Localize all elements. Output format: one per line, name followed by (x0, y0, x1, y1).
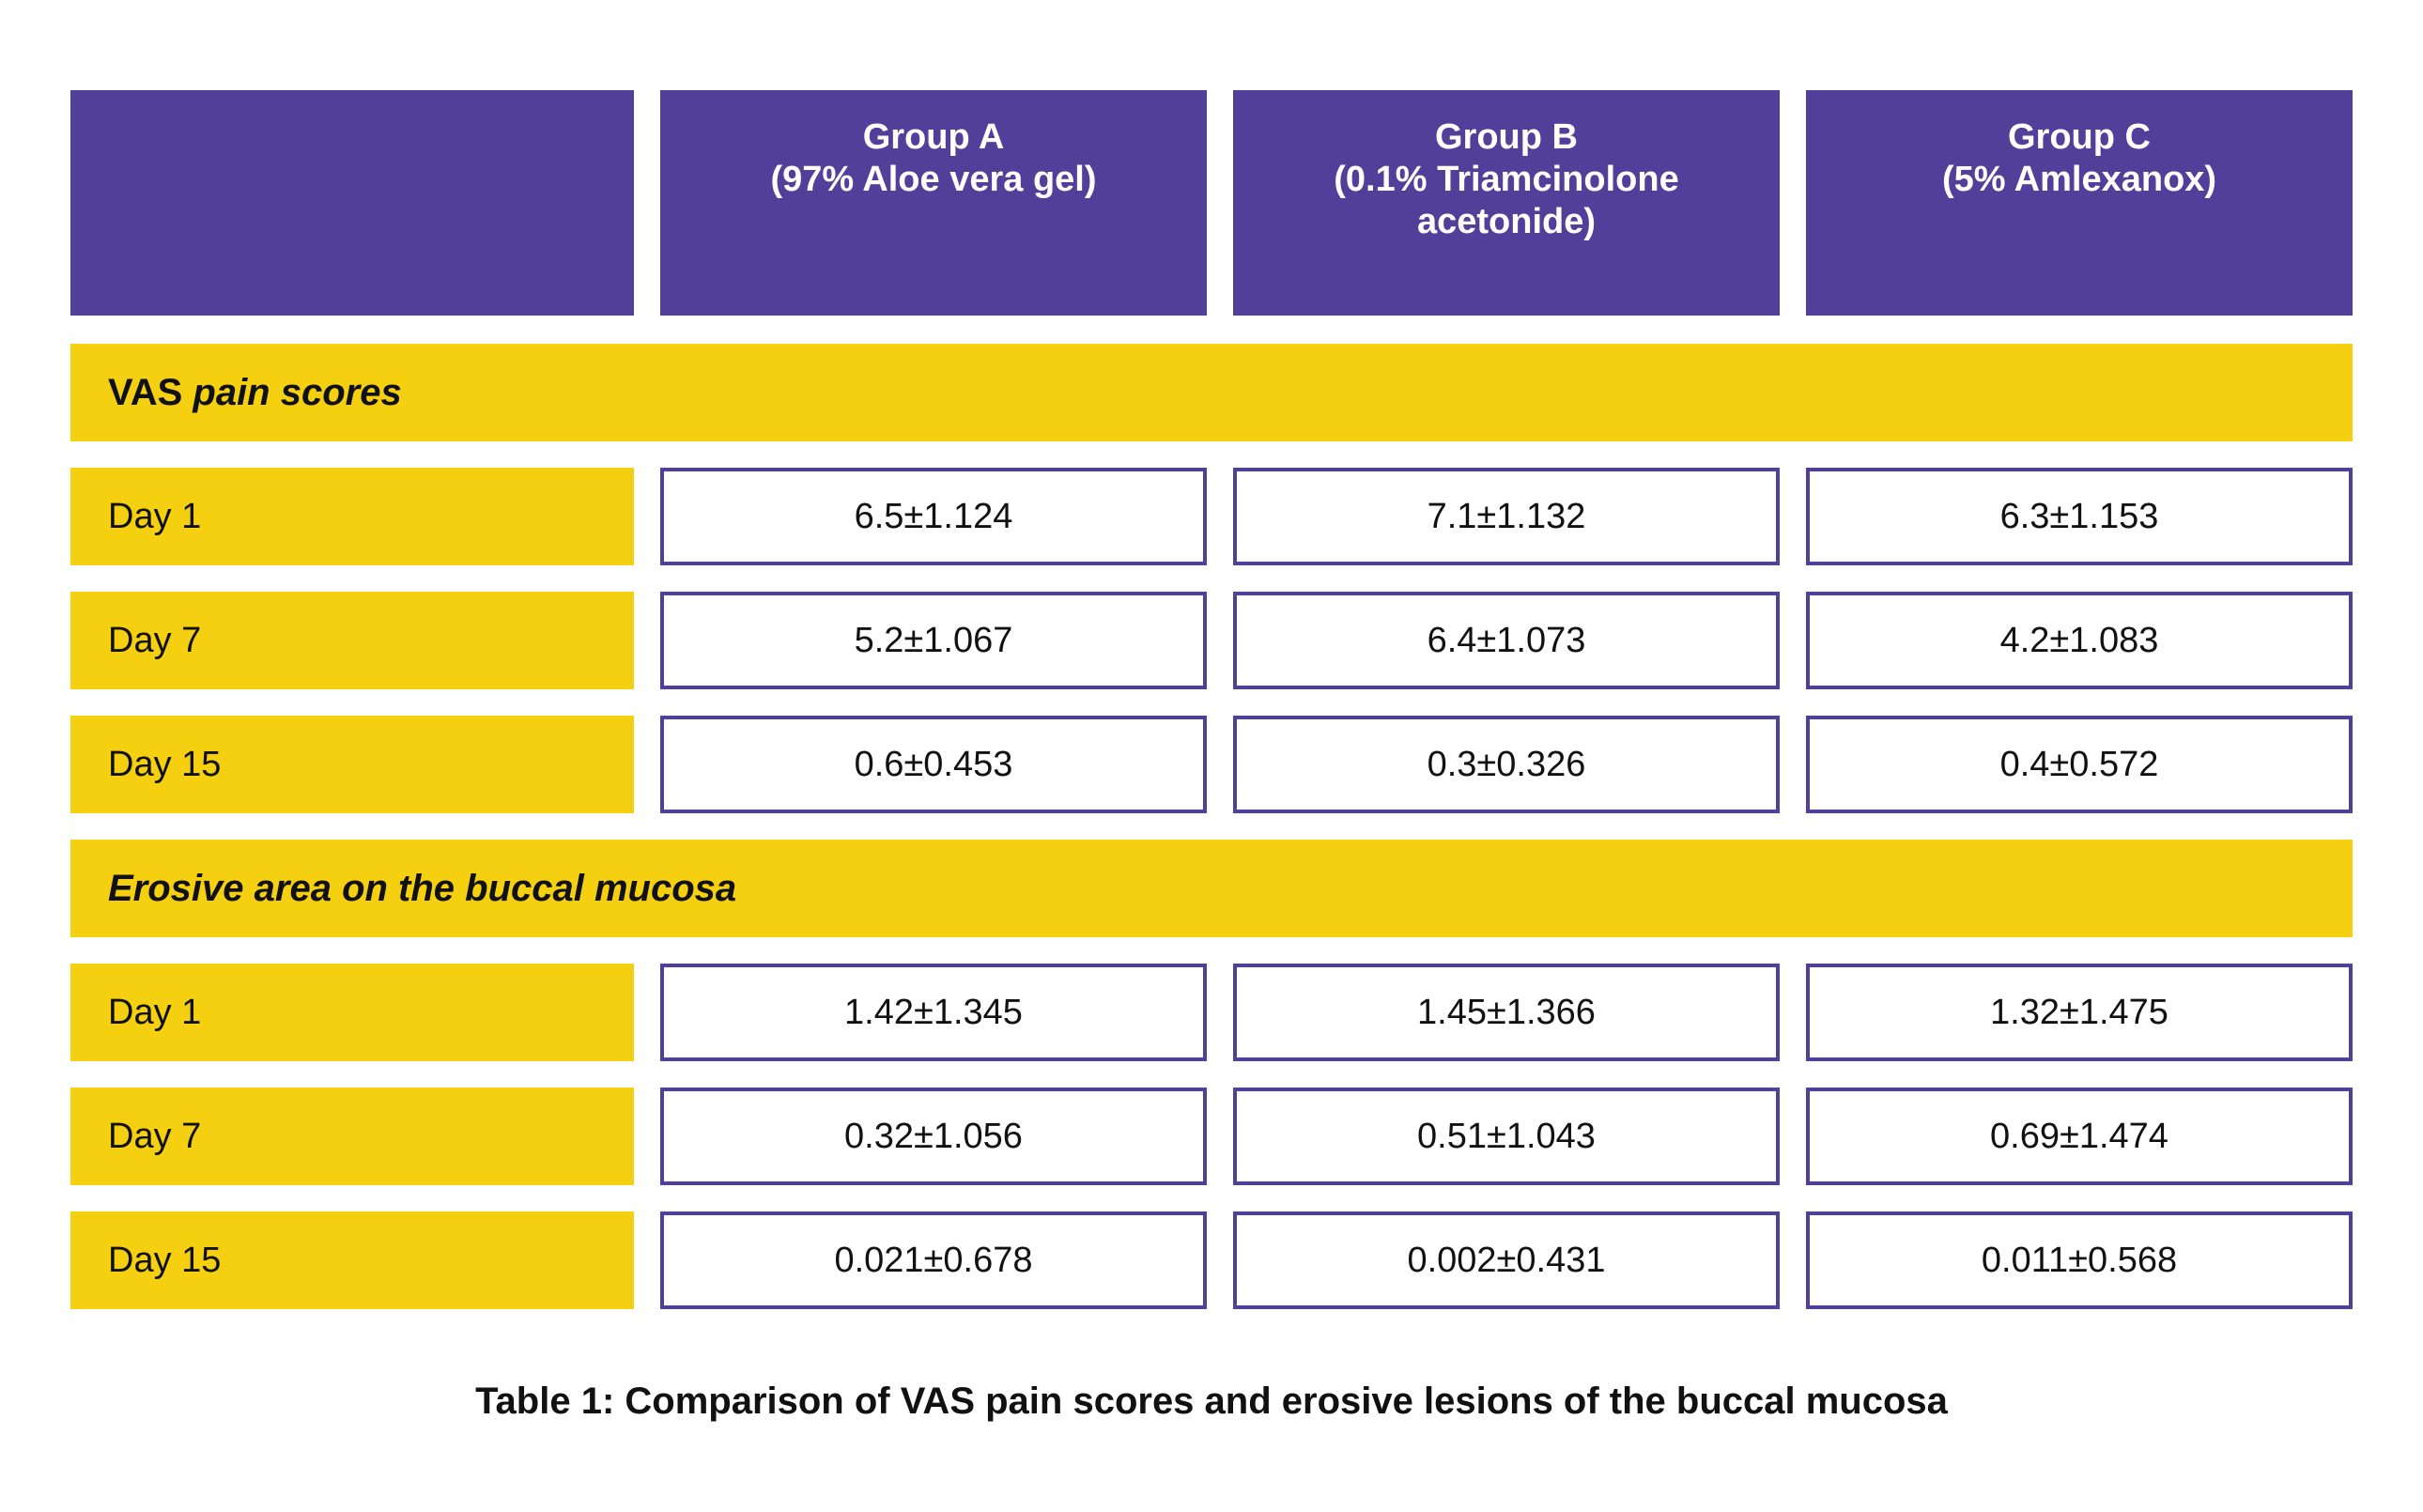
cell-s0-r1-group-a: 5.2±1.067 (660, 592, 1207, 689)
cell-s1-r0-group-b: 1.45±1.366 (1233, 964, 1780, 1061)
header-cell-blank (70, 90, 634, 316)
cell-s1-r1-group-c: 0.69±1.474 (1806, 1088, 2353, 1185)
section-banner-erosive-area: Erosive area on the buccal mucosa (70, 840, 2353, 937)
cell-s1-r2-group-b: 0.002±0.431 (1233, 1211, 1780, 1309)
cell-s0-r0-group-b: 7.1±1.132 (1233, 468, 1780, 565)
column-gap (634, 90, 660, 316)
row-label-s1-r2: Day 15 (70, 1211, 634, 1309)
row-label-s0-r0: Day 1 (70, 468, 634, 565)
column-gap (634, 468, 660, 565)
section-title-erosive-area: Erosive area on the buccal mucosa (70, 868, 736, 910)
header-group-a-line2: (97% Aloe vera gel) (770, 159, 1097, 199)
header-cell-group-a: Group A (97% Aloe vera gel) (660, 90, 1207, 316)
cell-s0-r1-group-c: 4.2±1.083 (1806, 592, 2353, 689)
cell-s1-r1-group-b: 0.51±1.043 (1233, 1088, 1780, 1185)
cell-s0-r2-group-c: 0.4±0.572 (1806, 716, 2353, 813)
section-banner-vas-pain-scores: VAS pain scores (70, 344, 2353, 441)
header-cell-group-c: Group C (5% Amlexanox) (1806, 90, 2353, 316)
table-row: Day 1 6.5±1.124 7.1±1.132 6.3±1.153 (70, 468, 2353, 565)
table-header-row: Group A (97% Aloe vera gel) Group B (0.1… (70, 90, 2353, 316)
section-title-italic-part: pain scores (193, 371, 402, 413)
cell-s0-r1-group-b: 6.4±1.073 (1233, 592, 1780, 689)
table-caption: Table 1: Comparison of VAS pain scores a… (475, 1381, 1948, 1422)
cell-s0-r0-group-a: 6.5±1.124 (660, 468, 1207, 565)
header-group-a-line1: Group A (862, 117, 1005, 157)
column-gap (1207, 1211, 1233, 1309)
section-title-italic-part: Erosive area on the buccal mucosa (108, 867, 737, 909)
table-row: Day 7 0.32±1.056 0.51±1.043 0.69±1.474 (70, 1088, 2353, 1185)
comparison-table: Group A (97% Aloe vera gel) Group B (0.1… (70, 90, 2353, 1309)
column-gap (1780, 716, 1806, 813)
table-row: Day 15 0.6±0.453 0.3±0.326 0.4±0.572 (70, 716, 2353, 813)
column-gap (1780, 90, 1806, 316)
column-gap (1780, 1211, 1806, 1309)
column-gap (1207, 468, 1233, 565)
header-group-c-line2: (5% Amlexanox) (1941, 159, 2217, 199)
cell-s0-r2-group-b: 0.3±0.326 (1233, 716, 1780, 813)
column-gap (1207, 716, 1233, 813)
column-gap (634, 1088, 660, 1185)
column-gap (1207, 1088, 1233, 1185)
column-gap (1780, 468, 1806, 565)
column-gap (1207, 964, 1233, 1061)
cell-s0-r2-group-a: 0.6±0.453 (660, 716, 1207, 813)
column-gap (1207, 90, 1233, 316)
section-title-plain-part: VAS (108, 371, 193, 413)
column-gap (634, 964, 660, 1061)
cell-s1-r1-group-a: 0.32±1.056 (660, 1088, 1207, 1185)
column-gap (634, 592, 660, 689)
header-cell-group-b: Group B (0.1% Triamcinolone acetonide) (1233, 90, 1780, 316)
column-gap (1780, 964, 1806, 1061)
column-gap (1780, 1088, 1806, 1185)
header-group-b-line1: Group B (1435, 117, 1578, 157)
cell-s0-r0-group-c: 6.3±1.153 (1806, 468, 2353, 565)
cell-s1-r0-group-a: 1.42±1.345 (660, 964, 1207, 1061)
cell-s1-r2-group-c: 0.011±0.568 (1806, 1211, 2353, 1309)
row-label-s1-r1: Day 7 (70, 1088, 634, 1185)
cell-s1-r0-group-c: 1.32±1.475 (1806, 964, 2353, 1061)
table-row: Day 7 5.2±1.067 6.4±1.073 4.2±1.083 (70, 592, 2353, 689)
column-gap (1207, 592, 1233, 689)
cell-s1-r2-group-a: 0.021±0.678 (660, 1211, 1207, 1309)
column-gap (1780, 592, 1806, 689)
column-gap (634, 716, 660, 813)
row-label-s1-r0: Day 1 (70, 964, 634, 1061)
row-label-s0-r1: Day 7 (70, 592, 634, 689)
section-title-vas-pain-scores: VAS pain scores (70, 372, 402, 414)
header-group-b-line2: (0.1% Triamcinolone acetonide) (1334, 159, 1679, 241)
table-row: Day 1 1.42±1.345 1.45±1.366 1.32±1.475 (70, 964, 2353, 1061)
row-label-s0-r2: Day 15 (70, 716, 634, 813)
table-row: Day 15 0.021±0.678 0.002±0.431 0.011±0.5… (70, 1211, 2353, 1309)
header-group-c-line1: Group C (2008, 117, 2151, 157)
column-gap (634, 1211, 660, 1309)
